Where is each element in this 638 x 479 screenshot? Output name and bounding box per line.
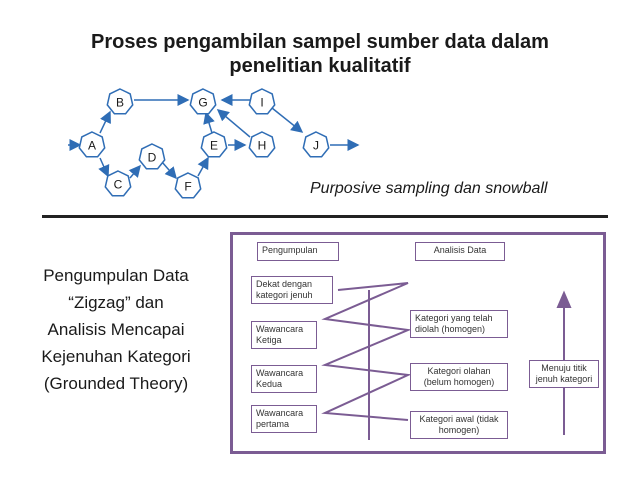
zigzag-panel: Pengumpulan Analisis Data Dekat dengan k… [230, 232, 606, 454]
node-shape [78, 131, 106, 158]
node-a: A [78, 131, 106, 158]
wawancara-kedua-box: Wawancara Kedua [251, 365, 317, 393]
kategori-awal-box: Kategori awal (tidak homogen) [410, 411, 508, 439]
node-shape [302, 131, 330, 158]
awal-line-2: homogen) [438, 425, 480, 435]
node-shape [248, 88, 276, 115]
left-text-line-2: “Zigzag” dan [68, 293, 164, 312]
menuju-line-1: Menuju titik [541, 363, 587, 373]
arrow-e-g [203, 111, 215, 134]
node-label: G [198, 96, 207, 110]
arrow-h-g [216, 109, 251, 138]
arrow-c-d [128, 164, 141, 179]
arrow-a-b [99, 110, 111, 134]
arrow-f-e [197, 156, 209, 177]
zigzag-lines [321, 282, 572, 440]
pertama-line-1: Wawancara [256, 408, 304, 418]
menuju-titik-jenuh-box: Menuju titik jenuh kategori [529, 360, 599, 388]
title-line-2: penelitian kualitatif [229, 55, 411, 77]
node-shape [138, 143, 166, 170]
node-i: I [248, 88, 276, 115]
divider [42, 215, 608, 218]
node-h: H [248, 131, 276, 158]
node-shape [104, 170, 132, 197]
olahan-line-2: (belum homogen) [423, 377, 495, 387]
kedua-line-1: Wawancara [256, 368, 304, 378]
pengumpulan-box: Pengumpulan [257, 242, 339, 261]
node-label: D [148, 151, 157, 165]
left-text-line-5: (Grounded Theory) [43, 374, 189, 393]
ketiga-line-2: Ketiga [256, 335, 282, 345]
node-label: F [184, 180, 191, 194]
network-nodes: A B C D E F G H I J [78, 88, 330, 199]
node-f: F [174, 172, 202, 199]
analisis-data-box: Analisis Data [415, 242, 505, 261]
wawancara-ketiga-box: Wawancara Ketiga [251, 321, 317, 349]
node-label: C [114, 178, 123, 192]
node-shape [106, 88, 134, 115]
node-shape [174, 172, 202, 199]
node-label: E [210, 139, 218, 153]
homogen-line-2: diolah (homogen) [415, 324, 486, 334]
left-text-line-4: Kejenuhan Kategori [41, 347, 191, 366]
node-shape [189, 88, 217, 115]
olahan-line-1: Kategori olahan [427, 366, 491, 376]
upward-arrow-head [556, 290, 572, 308]
node-label: I [260, 96, 263, 110]
node-c: C [104, 170, 132, 197]
node-label: A [88, 139, 96, 153]
analisis-data-label: Analisis Data [433, 245, 487, 255]
zigzag-path [321, 282, 412, 421]
node-g: G [189, 88, 217, 115]
title-line-1: Proses pengambilan sampel sumber data da… [91, 31, 549, 53]
node-d: D [138, 143, 166, 170]
left-text-line-3: Analisis Mencapai [47, 320, 185, 339]
arrow-d-f [161, 161, 177, 180]
wawancara-pertama-box: Wawancara pertama [251, 405, 317, 433]
left-text-line-1: Pengumpulan Data [43, 266, 189, 285]
node-label: B [116, 96, 124, 110]
homogen-line-1: Kategori yang telah [415, 313, 493, 323]
grounded-theory-description: Pengumpulan Data “Zigzag” dan Analisis M… [28, 262, 204, 397]
node-j: J [302, 131, 330, 158]
dekat-jenuh-box: Dekat dengan kategori jenuh [251, 276, 333, 304]
menuju-line-2: jenuh kategori [535, 374, 593, 384]
node-shape [248, 131, 276, 158]
kategori-olahan-box: Kategori olahan (belum homogen) [410, 363, 508, 391]
ketiga-line-1: Wawancara [256, 324, 304, 334]
node-label: J [313, 139, 319, 153]
kedua-line-2: Kedua [256, 379, 283, 389]
arrow-a-c [98, 157, 110, 178]
pertama-line-2: pertama [256, 419, 290, 429]
caption: Purposive sampling dan snowball [310, 180, 548, 197]
sampling-network-diagram: A B C D E F G H I J [68, 88, 360, 199]
node-e: E [200, 131, 228, 158]
kategori-homogen-box: Kategori yang telah diolah (homogen) [410, 310, 508, 338]
node-b: B [106, 88, 134, 115]
pengumpulan-label: Pengumpulan [262, 245, 318, 255]
node-shape [200, 131, 228, 158]
page-title: Proses pengambilan sampel sumber data da… [40, 30, 600, 78]
dekat-line-1: Dekat dengan [256, 279, 313, 289]
dekat-line-2: kategori jenuh [256, 290, 313, 300]
awal-line-1: Kategori awal (tidak [419, 414, 499, 424]
network-arrows [68, 94, 360, 180]
node-label: H [258, 139, 267, 153]
arrow-i-j [271, 107, 304, 133]
